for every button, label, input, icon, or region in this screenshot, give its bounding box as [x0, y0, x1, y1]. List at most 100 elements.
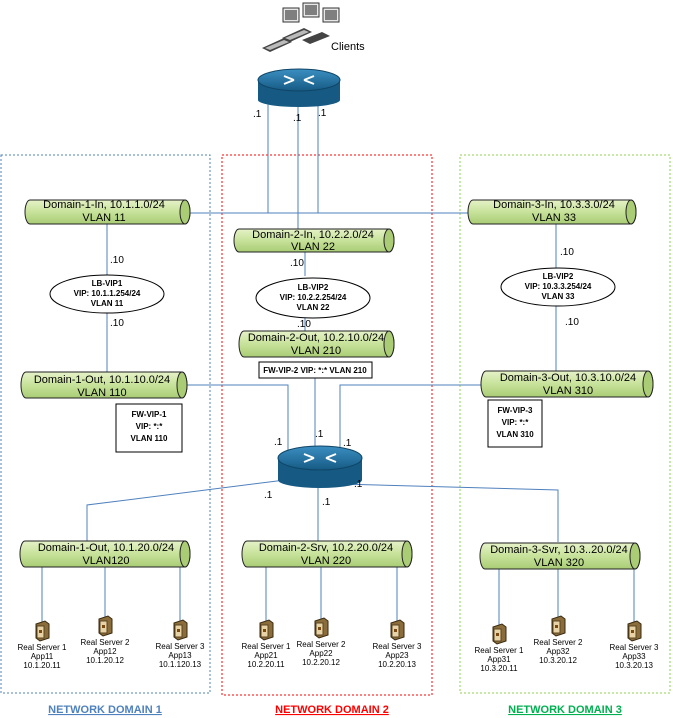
fw-vip-2-box: [258, 361, 373, 379]
domain-3-out-vlan: VLAN 310: [543, 385, 593, 397]
lb-vip-2: [255, 277, 371, 319]
domain-2-srv-pipe: [241, 540, 413, 568]
fw-1-vip: VIP: *:*: [136, 422, 164, 431]
ip-label: .10: [565, 317, 579, 328]
ip-label: .1: [343, 438, 352, 449]
server-ip: 10.1.20.11: [23, 661, 61, 670]
fw-3-vip: VIP: *:*: [502, 418, 530, 427]
server-name: Real Server 1: [18, 643, 67, 652]
domain-2-out-vlan: VLAN 210: [291, 345, 341, 357]
server-name: Real Server 2: [534, 638, 583, 647]
real-server-icon: [314, 617, 329, 639]
real-server-icon: [492, 623, 507, 645]
server-app: App31: [487, 655, 511, 664]
server-app: App21: [254, 651, 278, 660]
fw-2-text: FW-VIP-2 VIP: *:* VLAN 210: [263, 366, 367, 375]
domain-3-in-vlan: VLAN 33: [532, 212, 576, 224]
server-name: Real Server 2: [81, 638, 130, 647]
server-ip: 10.2.20.11: [247, 660, 285, 669]
server-ip: 10.3.20.11: [480, 664, 518, 673]
core-router-icon: [277, 445, 363, 488]
server-app: App22: [309, 649, 333, 658]
clients-icon: [262, 2, 340, 52]
server-name: Real Server 3: [373, 642, 422, 651]
fw-vip-3-box: [487, 399, 543, 448]
domain-2-srv-vlan: VLAN 220: [301, 555, 351, 567]
server-ip: 10.2.20.13: [378, 660, 416, 669]
real-server-icon: [627, 620, 642, 642]
fw-3-name: FW-VIP-3: [498, 406, 534, 415]
domain-1-in-vlan: VLAN 11: [82, 212, 125, 224]
server-name: Real Server 2: [297, 640, 346, 649]
lb-vip-3: [500, 267, 616, 307]
ip-label: .1: [318, 108, 327, 119]
ip-label: .1: [253, 109, 262, 120]
domain-2-srv-label: Domain-2-Srv, 10.2.20.0/24: [259, 542, 393, 554]
domain-1-srv-pipe: [19, 540, 191, 568]
domain-2-boundary: [221, 154, 433, 696]
ip-label: .1: [315, 429, 324, 440]
domain-1-boundary: [0, 154, 211, 694]
lb-vip-1: [49, 274, 165, 314]
server-app: App32: [546, 647, 570, 656]
domain-2-out-label: Domain-2-Out, 10.2.10.0/24: [248, 332, 384, 344]
ip-label: .1: [354, 479, 363, 490]
domain-3-in-pipe: [467, 199, 637, 225]
server-name: Real Server 1: [242, 642, 291, 651]
lb-1-name: LB-VIP1: [92, 279, 123, 288]
lb-2-name: LB-VIP2: [298, 283, 329, 292]
ip-label: .1: [322, 497, 331, 508]
fw-1-name: FW-VIP-1: [132, 410, 168, 419]
domain-1-footer: NETWORK DOMAIN 1: [48, 704, 162, 716]
server-name: Real Server 3: [610, 643, 659, 652]
domain-3-srv-label: Domain-3-Svr, 10.3..20.0/24: [490, 544, 628, 556]
domain-2-footer: NETWORK DOMAIN 2: [275, 704, 389, 716]
server-ip: 10.3.20.12: [539, 656, 577, 665]
ip-label: .10: [560, 247, 574, 258]
real-server-icon: [259, 619, 274, 641]
domain-3-srv-pipe: [479, 542, 641, 570]
domain-2-in-vlan: VLAN 22: [291, 241, 335, 253]
real-server-icon: [98, 615, 113, 637]
domain-3-footer: NETWORK DOMAIN 3: [508, 704, 622, 716]
top-router-icon: [257, 68, 341, 107]
server-name: Real Server 1: [475, 646, 524, 655]
domain-2-in-pipe: [233, 228, 395, 253]
server-ip: 10.2.20.12: [302, 658, 340, 667]
lb-3-vip: VIP: 10.3.3.254/24: [525, 282, 592, 291]
server-app: App23: [385, 651, 409, 660]
ip-label: .1: [274, 437, 283, 448]
domain-3-boundary: [459, 154, 671, 694]
lb-1-vlan: VLAN 11: [91, 299, 124, 308]
server-app: App33: [622, 652, 646, 661]
ip-label: .10: [110, 318, 124, 329]
clients-label: Clients: [331, 41, 365, 53]
domain-1-in-label: Domain-1-In, 10.1.1.0/24: [43, 199, 165, 211]
domain-3-out-pipe: [480, 370, 654, 398]
ip-label: .10: [290, 258, 304, 269]
lb-1-vip: VIP: 10.1.1.254/24: [74, 289, 141, 298]
lb-3-name: LB-VIP2: [543, 272, 574, 281]
ip-label: .10: [297, 319, 311, 330]
ip-label: .1: [293, 113, 302, 124]
server-ip: 10.3.20.13: [615, 661, 653, 670]
domain-3-in-label: Domain-3-In, 10.3.3.0/24: [493, 199, 615, 211]
fw-3-vlan: VLAN 310: [496, 430, 534, 439]
fw-vip-1-box: [115, 403, 183, 453]
server-name: Real Server 3: [156, 642, 205, 651]
fw-1-vlan: VLAN 110: [131, 434, 168, 443]
server-app: App12: [93, 647, 117, 656]
server-app: App11: [31, 652, 54, 661]
ip-label: .10: [110, 255, 124, 266]
real-server-icon: [551, 615, 566, 637]
domain-1-out-vlan: VLAN 110: [77, 387, 126, 399]
domain-3-out-label: Domain-3-Out, 10.3.10.0/24: [500, 372, 636, 384]
server-app: App13: [168, 651, 192, 660]
domain-1-out-pipe: [20, 371, 188, 399]
domain-2-in-label: Domain-2-In, 10.2.2.0/24: [252, 229, 374, 241]
network-links: [41, 98, 635, 625]
lb-2-vip: VIP: 10.2.2.254/24: [280, 293, 347, 302]
real-server-icon: [390, 619, 405, 641]
ip-label: .1: [264, 490, 273, 501]
server-ip: 10.1.20.12: [86, 656, 124, 665]
